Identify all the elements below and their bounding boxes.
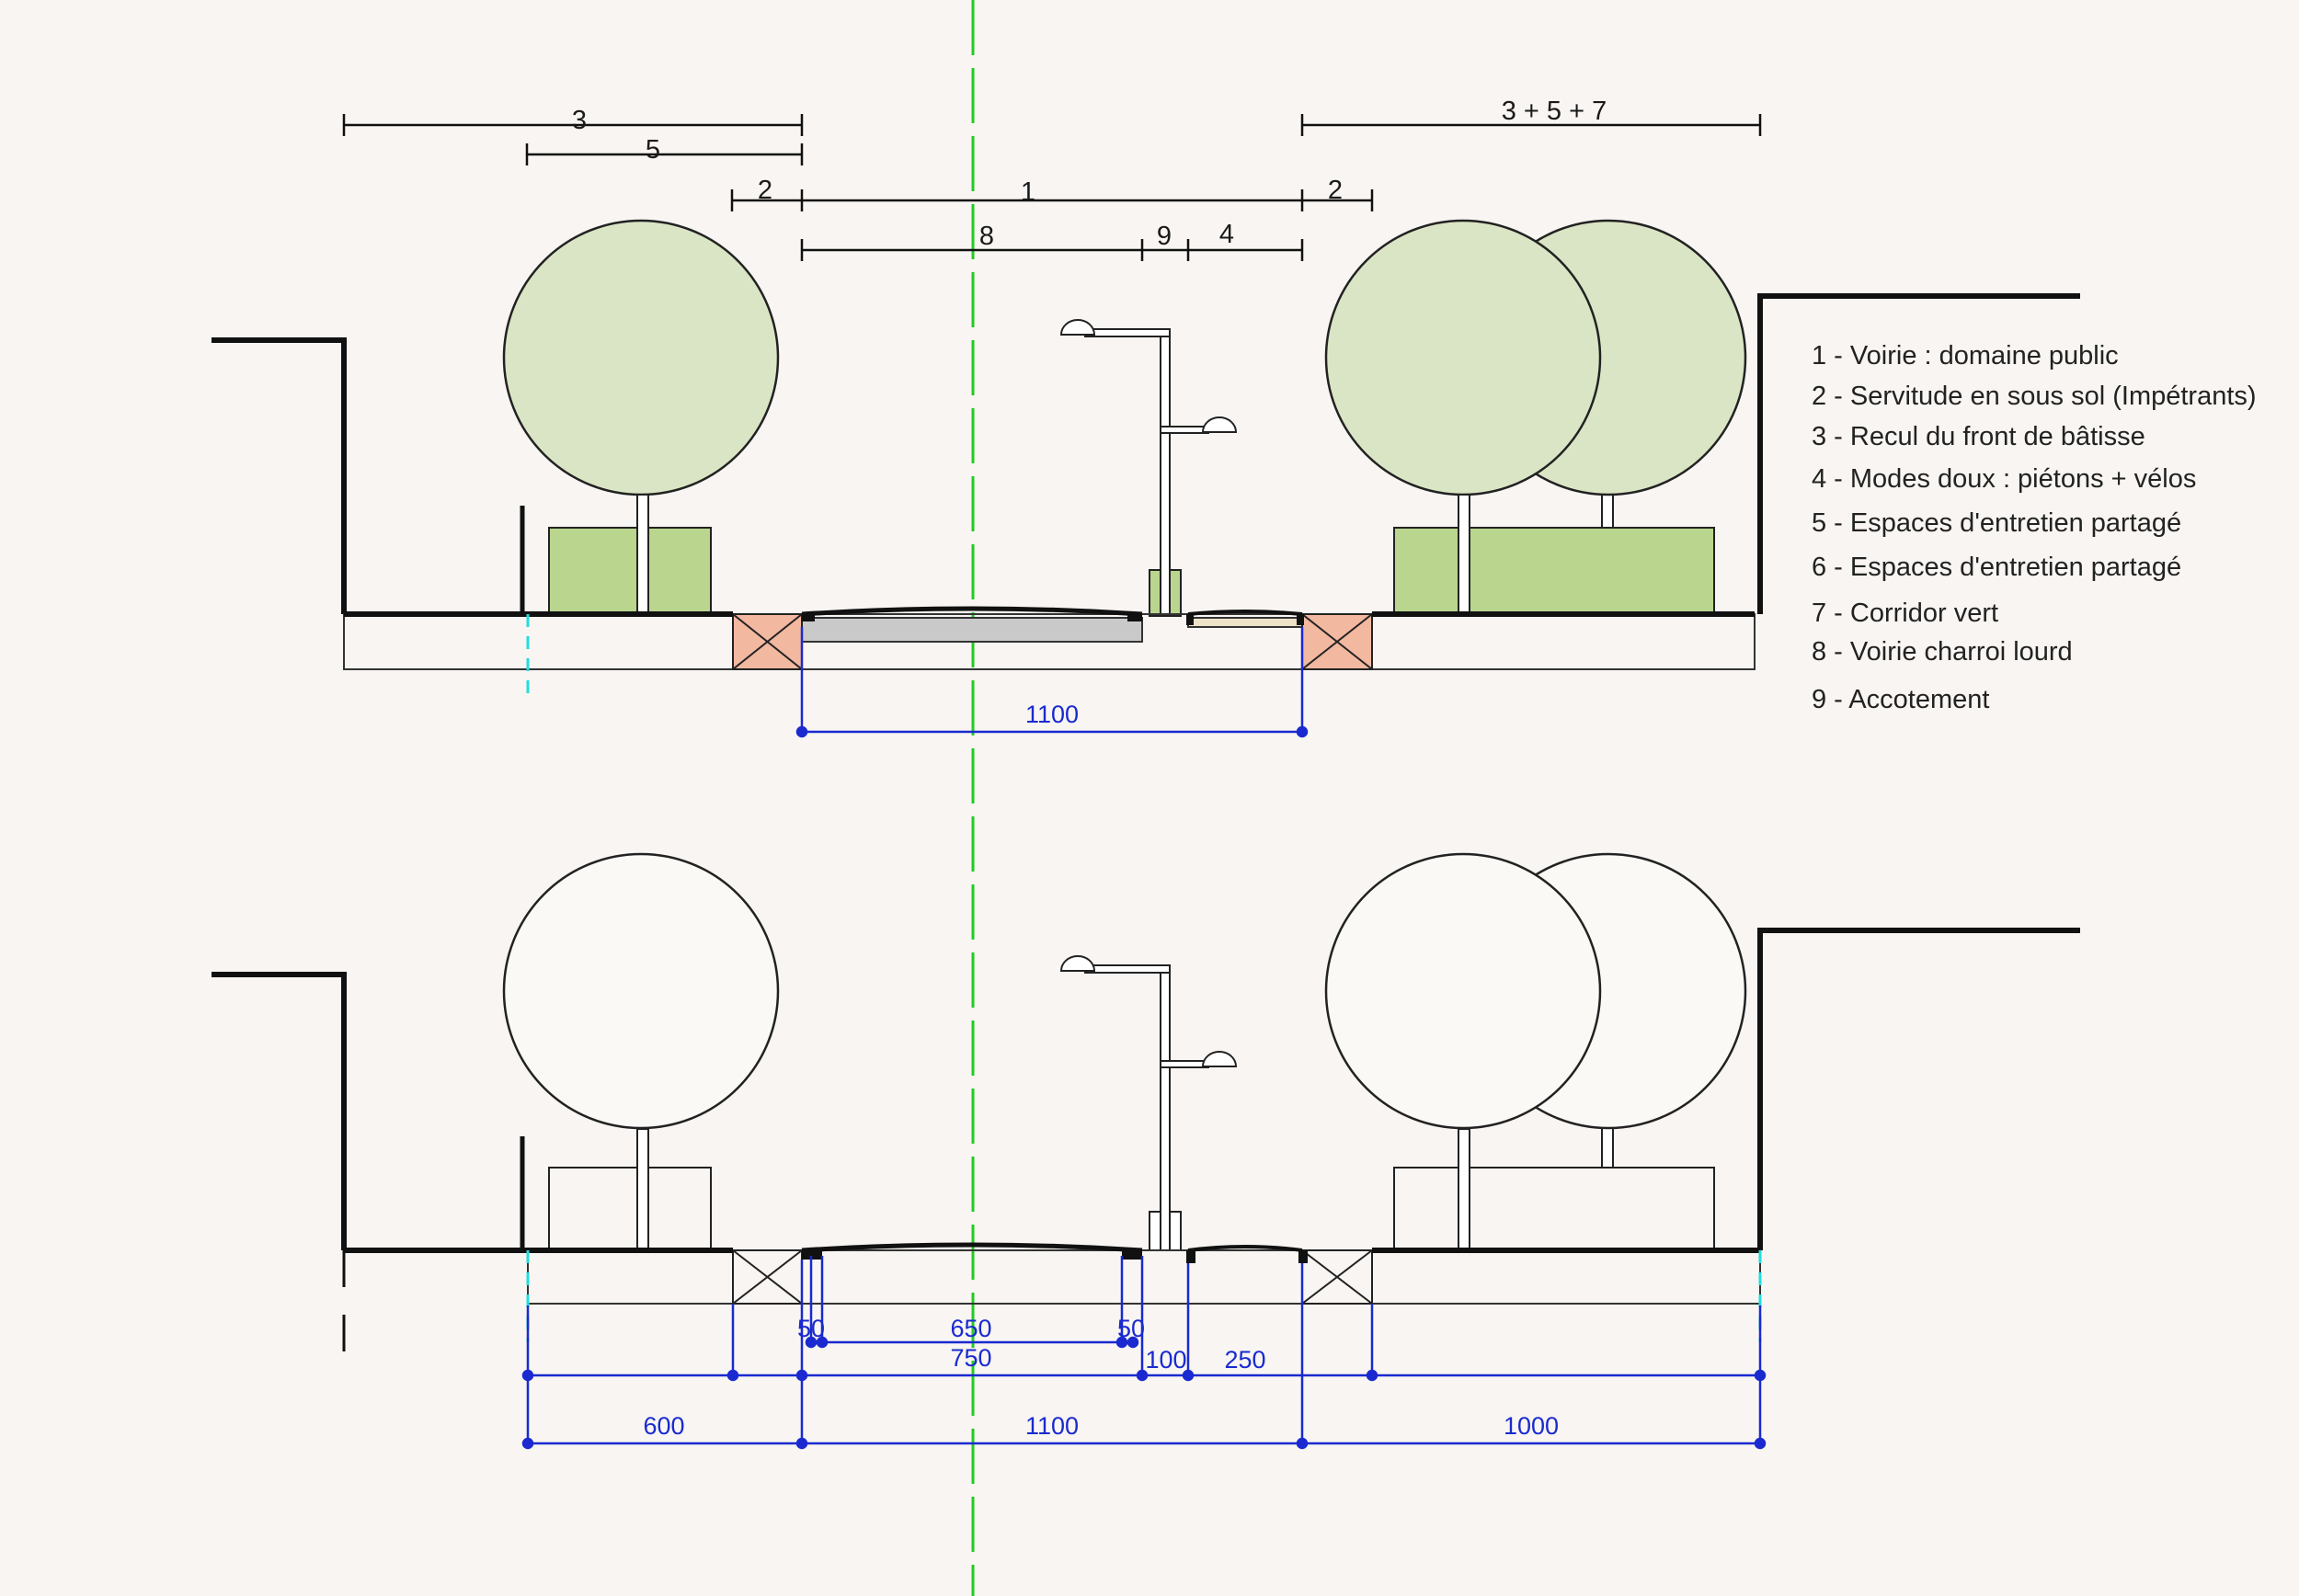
- legend-item-7: 7 - Corridor vert: [1812, 598, 1998, 628]
- top-zone-labels: 3 5 2 1 2 8 9 4 3 + 5 + 7: [572, 97, 1607, 251]
- zone-label-2-left: 2: [758, 176, 772, 205]
- dimension-labels-bottom: 50 650 50 750 100 250 600 1100 1000: [643, 1315, 1559, 1440]
- buffer-zone-right: [1301, 613, 1373, 670]
- dim-label-1000: 1000: [1504, 1412, 1559, 1440]
- tree-icon: [1324, 852, 1602, 1130]
- legend-item-8: 8 - Voirie charroi lourd: [1812, 637, 2073, 667]
- zone-label-4: 4: [1219, 220, 1234, 249]
- tree-icon: [502, 852, 780, 1130]
- zone-label-3-left: 3: [572, 106, 587, 135]
- dim-label-100: 100: [1145, 1346, 1186, 1374]
- dim-label-600: 600: [643, 1412, 684, 1440]
- tree-trunk-top-left-front: [636, 494, 649, 615]
- building-left-bottom: [212, 972, 347, 1250]
- buffer-zone-left-bottom: [732, 1249, 803, 1305]
- building-right-bottom: [1757, 928, 2080, 1250]
- curb-right-bottom: [1298, 1250, 1308, 1263]
- curb-left-top: [802, 614, 815, 621]
- substrate-band: [343, 613, 1756, 670]
- road-camber-bottom: [801, 1242, 1143, 1253]
- road-camber-top: [801, 606, 1143, 617]
- legend-item-5: 5 - Espaces d'entretien partagé: [1812, 508, 2181, 538]
- path-camber-bottom: [1187, 1245, 1303, 1252]
- tree-trunk-top-right: [1458, 494, 1470, 615]
- building-right: [1757, 293, 2080, 614]
- legend: 1 - Voirie : domaine public 2 - Servitud…: [1812, 341, 2257, 714]
- tree-trunk-bottom-left: [636, 1128, 649, 1251]
- curb-right-top: [1297, 614, 1304, 625]
- legend-item-3: 3 - Recul du front de bâtisse: [1812, 422, 2145, 451]
- buffer-zone-right-bottom: [1301, 1249, 1373, 1305]
- dim-label-50-right: 50: [1117, 1315, 1145, 1342]
- dim-label-250: 250: [1224, 1346, 1265, 1374]
- road-surface: [801, 617, 1143, 643]
- legend-item-4: 4 - Modes doux : piétons + vélos: [1812, 464, 2196, 494]
- zone-label-2-right: 2: [1328, 176, 1343, 205]
- street-lamp-icon: [1059, 955, 1238, 1251]
- curb-mid-bottom: [1122, 1250, 1142, 1260]
- legend-item-6: 6 - Espaces d'entretien partagé: [1812, 553, 2181, 582]
- tree-trunk-bottom-right: [1458, 1128, 1470, 1251]
- bottom-section: 50 650 50 750 100 250 600 1100 1000: [212, 852, 2080, 1450]
- tree-icon: [1324, 219, 1602, 496]
- curb-left-bottom: [802, 1250, 822, 1260]
- dimension-chains-bottom: [521, 1256, 1767, 1450]
- street-lamp-icon: [1059, 319, 1238, 617]
- zone-label-5-left: 5: [646, 135, 660, 165]
- dim-label-1100-bottom: 1100: [1025, 1412, 1079, 1440]
- planter-left: [548, 527, 712, 615]
- zone-label-8: 8: [979, 222, 994, 251]
- zone-label-3-5-7-right: 3 + 5 + 7: [1502, 97, 1607, 126]
- dim-label-1100-top: 1100: [1025, 701, 1079, 728]
- building-left: [212, 337, 347, 614]
- top-section: 3 5 2 1 2 8 9 4 3 + 5 + 7: [212, 97, 2080, 738]
- buffer-zone-left: [732, 613, 803, 670]
- dim-label-50-left: 50: [797, 1315, 825, 1342]
- dimension-road-top: [795, 627, 1309, 738]
- zone-label-1: 1: [1021, 177, 1035, 207]
- dim-label-650: 650: [950, 1315, 991, 1342]
- legend-item-9: 9 - Accotement: [1812, 685, 1989, 714]
- legend-item-2: 2 - Servitude en sous sol (Impétrants): [1812, 382, 2257, 411]
- curb-mid-top: [1127, 614, 1142, 621]
- legend-item-1: 1 - Voirie : domaine public: [1812, 341, 2119, 370]
- soft-mode-path: [1187, 617, 1303, 628]
- curb-path-top: [1186, 614, 1194, 625]
- planter-right: [1393, 527, 1715, 615]
- curb-path-bottom: [1186, 1250, 1195, 1263]
- zone-label-9: 9: [1157, 222, 1172, 251]
- top-zone-dimensions: [342, 114, 1762, 261]
- dim-label-750: 750: [950, 1344, 991, 1372]
- path-camber-top: [1187, 610, 1303, 616]
